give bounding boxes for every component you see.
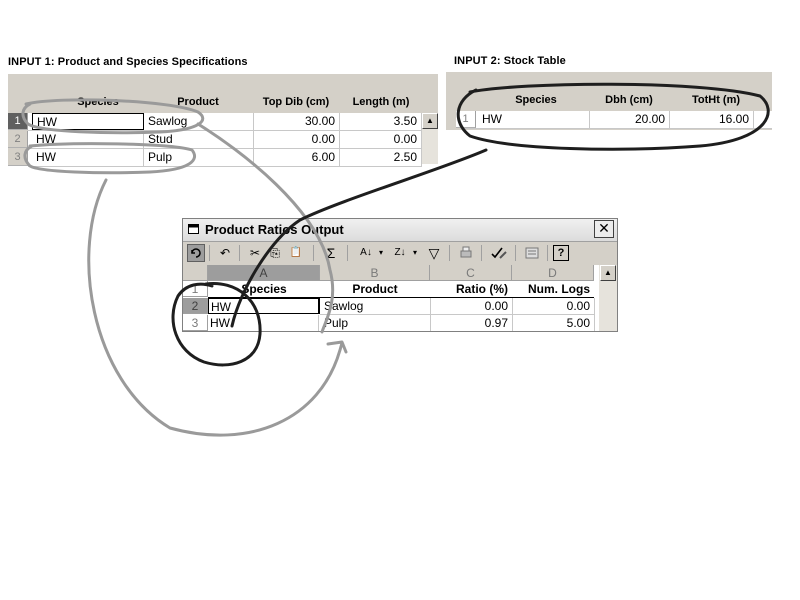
input1-grid: Species Product Top Dib (cm) Length (m) … xyxy=(8,74,438,167)
copy-icon[interactable]: ⎘ xyxy=(270,246,280,260)
column-header-b[interactable]: B xyxy=(320,265,430,281)
toolbar-separator xyxy=(481,245,482,261)
window-icon xyxy=(188,224,199,237)
toolbar-separator xyxy=(313,245,314,261)
output-toolbar: ↶ ✂ ⎘ 📋 Σ A↓ ▾ Z↓ ▾ ▽ ? xyxy=(183,242,617,264)
sort-descending-icon[interactable]: Z↓ xyxy=(394,247,406,258)
input2-dbh-cell[interactable]: 20.00 xyxy=(590,111,670,128)
output-scrollbar[interactable]: ▲ xyxy=(599,265,617,331)
output-species-cell[interactable]: HW xyxy=(208,298,320,314)
row-number[interactable]: 2 xyxy=(8,131,28,148)
scroll-up-arrow-icon[interactable]: ▲ xyxy=(422,113,438,129)
input2-totht-cell[interactable]: 16.00 xyxy=(670,111,754,128)
print-icon[interactable] xyxy=(457,244,475,262)
input1-product-cell[interactable]: Pulp xyxy=(144,149,254,166)
input1-species-cell[interactable]: HW xyxy=(32,113,144,130)
input1-length-cell[interactable]: 0.00 xyxy=(340,131,422,148)
output-header-ratio[interactable]: Ratio (%) xyxy=(430,281,512,298)
column-header-c[interactable]: C xyxy=(430,265,512,281)
output-ratio-cell[interactable]: 0.00 xyxy=(430,298,513,315)
help-icon[interactable]: ? xyxy=(553,245,569,261)
output-ratio-cell[interactable]: 0.97 xyxy=(430,315,513,331)
toolbar-separator xyxy=(347,245,348,261)
input1-product-cell[interactable]: Sawlog xyxy=(144,113,254,130)
input2-title: INPUT 2: Stock Table xyxy=(454,55,566,67)
filter-icon[interactable]: ▽ xyxy=(428,245,440,261)
row-number[interactable]: 2 xyxy=(183,298,208,314)
input1-top-dib-cell[interactable]: 30.00 xyxy=(254,113,340,130)
input1-species-cell[interactable]: HW xyxy=(32,149,144,166)
cut-icon[interactable]: ✂ xyxy=(249,246,261,260)
output-product-cell[interactable]: Pulp xyxy=(320,315,431,331)
input2-grid: Species Dbh (cm) TotHt (m) 1 HW 20.00 16… xyxy=(446,72,772,130)
output-product-cell[interactable]: Sawlog xyxy=(320,298,431,315)
column-header-d[interactable]: D xyxy=(512,265,594,281)
toolbar-separator xyxy=(239,245,240,261)
input1-scrollbar[interactable]: ▲ xyxy=(422,113,438,164)
input2-header-dbh[interactable]: Dbh (cm) xyxy=(605,94,653,106)
sum-icon[interactable]: Σ xyxy=(326,245,336,261)
export-icon[interactable] xyxy=(523,244,541,262)
scroll-up-arrow-icon[interactable]: ▲ xyxy=(600,265,616,281)
input1-title: INPUT 1: Product and Species Specificati… xyxy=(8,56,248,68)
input1-header-top-dib[interactable]: Top Dib (cm) xyxy=(262,96,330,108)
input1-length-cell[interactable]: 2.50 xyxy=(340,149,422,166)
output-title: Product Ratios Output xyxy=(205,222,344,237)
row-number[interactable]: 3 xyxy=(8,149,28,166)
toolbar-separator xyxy=(449,245,450,261)
output-titlebar[interactable]: Product Ratios Output ✕ xyxy=(183,219,617,242)
input1-length-cell[interactable]: 3.50 xyxy=(340,113,422,130)
input1-top-dib-cell[interactable]: 0.00 xyxy=(254,131,340,148)
input2-header-totht[interactable]: TotHt (m) xyxy=(691,94,741,106)
output-species-cell[interactable]: HW xyxy=(208,315,319,331)
input1-header-length[interactable]: Length (m) xyxy=(352,96,410,108)
input2-header-species[interactable]: Species xyxy=(515,94,557,106)
row-number[interactable]: 1 xyxy=(8,113,28,130)
output-header-product[interactable]: Product xyxy=(320,281,430,298)
close-icon[interactable]: ✕ xyxy=(594,220,614,238)
input2-species-cell[interactable]: HW xyxy=(478,111,590,128)
output-header-num-logs[interactable]: Num. Logs xyxy=(512,281,594,298)
paste-icon[interactable]: 📋 xyxy=(289,247,303,258)
sort-ascending-icon[interactable]: A↓ xyxy=(360,247,372,258)
undo-icon[interactable]: ↶ xyxy=(219,246,231,260)
select-all-corner[interactable] xyxy=(183,265,208,281)
toolbar-separator xyxy=(209,245,210,261)
product-ratios-output-window: Product Ratios Output ✕ ↶ ✂ ⎘ 📋 Σ A↓ ▾ Z… xyxy=(182,218,618,332)
output-sheet: A B C D 1 Species Product Ratio (%) Num.… xyxy=(183,265,601,331)
chevron-down-icon[interactable]: ▾ xyxy=(412,248,417,257)
toolbar-separator xyxy=(515,245,516,261)
refresh-icon[interactable] xyxy=(187,244,205,262)
output-num-logs-cell[interactable]: 5.00 xyxy=(512,315,595,331)
row-number[interactable]: 1 xyxy=(456,111,476,128)
output-header-species[interactable]: Species xyxy=(208,281,320,298)
column-header-a[interactable]: A xyxy=(208,265,320,281)
input1-species-cell[interactable]: HW xyxy=(32,131,144,148)
toolbar-separator xyxy=(547,245,548,261)
row-number[interactable]: 3 xyxy=(183,315,208,331)
input1-top-dib-cell[interactable]: 6.00 xyxy=(254,149,340,166)
input1-header-species[interactable]: Species xyxy=(77,96,119,108)
input1-header-product[interactable]: Product xyxy=(177,96,219,108)
chevron-down-icon[interactable]: ▾ xyxy=(378,248,383,257)
output-num-logs-cell[interactable]: 0.00 xyxy=(512,298,595,315)
row-number[interactable]: 1 xyxy=(183,281,208,297)
check-edit-icon[interactable] xyxy=(489,244,509,262)
input1-product-cell[interactable]: Stud xyxy=(144,131,254,148)
